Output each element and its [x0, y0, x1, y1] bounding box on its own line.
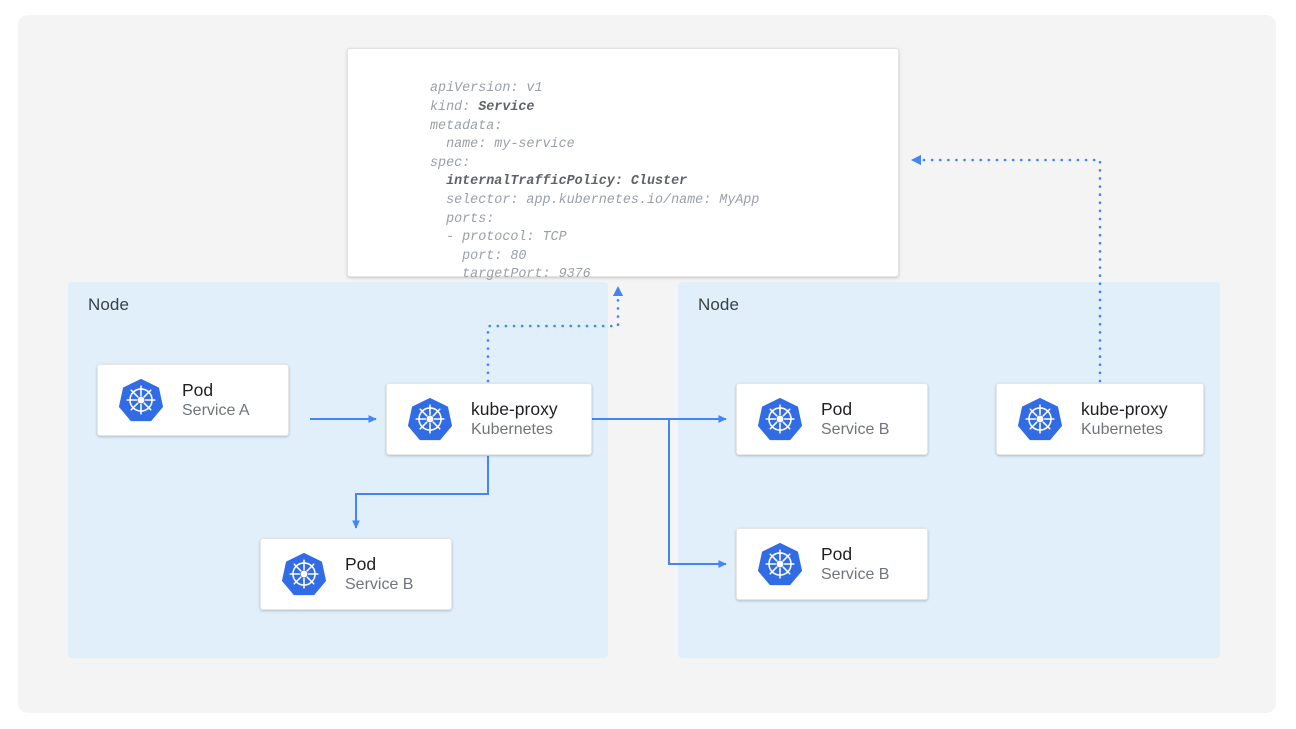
- card-kube-proxy-right[interactable]: kube-proxy Kubernetes: [996, 383, 1204, 455]
- card-title: Pod: [182, 379, 214, 400]
- card-subtitle: Service B: [821, 565, 890, 583]
- kubernetes-logo-icon: [281, 551, 327, 597]
- kubernetes-logo-icon: [757, 396, 803, 442]
- service-manifest-code: apiVersion: v1 kind: Service metadata: n…: [430, 81, 760, 283]
- card-pod-service-b-left[interactable]: Pod Service B: [260, 538, 452, 610]
- node-group-right: Node: [678, 282, 1220, 658]
- card-title: Pod: [345, 553, 377, 574]
- card-pod-service-a[interactable]: Pod Service A: [97, 364, 289, 436]
- card-title: kube-proxy: [471, 398, 558, 419]
- node-right-label: Node: [698, 295, 740, 314]
- card-text: kube-proxy Kubernetes: [471, 398, 558, 441]
- node-left-label: Node: [88, 295, 130, 314]
- card-text: Pod Service B: [821, 398, 889, 441]
- card-kube-proxy-left[interactable]: kube-proxy Kubernetes: [386, 383, 592, 455]
- kubernetes-logo-icon: [757, 541, 803, 587]
- card-pod-service-b-right-1[interactable]: Pod Service B: [736, 383, 928, 455]
- card-text: Pod Service A: [182, 379, 250, 422]
- card-subtitle: Kubernetes: [471, 420, 553, 438]
- card-text: Pod Service B: [345, 553, 413, 596]
- kubernetes-logo-icon: [1017, 396, 1063, 442]
- card-text: Pod Service B: [821, 543, 889, 586]
- card-title: Pod: [821, 398, 853, 419]
- kubernetes-logo-icon: [407, 396, 453, 442]
- card-subtitle: Service A: [182, 401, 250, 419]
- card-subtitle: Service B: [821, 420, 890, 438]
- card-title: kube-proxy: [1081, 398, 1168, 419]
- card-pod-service-b-right-2[interactable]: Pod Service B: [736, 528, 928, 600]
- card-subtitle: Service B: [345, 575, 414, 593]
- kubernetes-logo-icon: [118, 377, 164, 423]
- diagram-canvas: Node Node: [18, 15, 1276, 713]
- card-title: Pod: [821, 543, 853, 564]
- card-text: kube-proxy Kubernetes: [1081, 398, 1168, 441]
- service-manifest-card: apiVersion: v1 kind: Service metadata: n…: [347, 48, 899, 282]
- card-subtitle: Kubernetes: [1081, 420, 1163, 438]
